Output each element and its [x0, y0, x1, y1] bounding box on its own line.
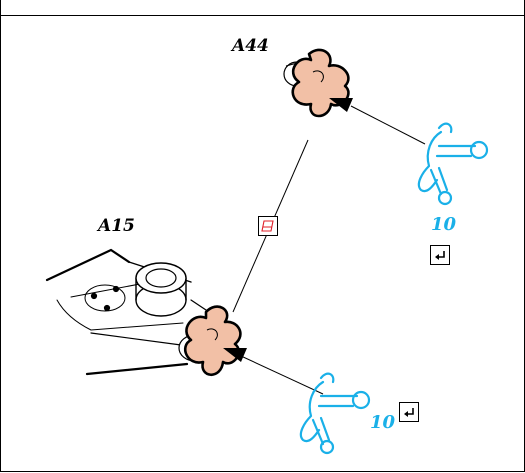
arrow-bottom — [223, 348, 324, 395]
enter-return-icon — [404, 408, 414, 417]
arrow-top — [329, 98, 426, 145]
torque-wrench-icon — [299, 372, 371, 455]
torque-value-top: 10 — [431, 214, 457, 235]
knob-a44 — [283, 48, 350, 118]
knob-a15 — [178, 305, 242, 377]
part-label-a15: A15 — [98, 216, 135, 236]
enter-return-icon — [435, 251, 445, 260]
part-label-a44: A44 — [232, 36, 269, 56]
enter-button-top[interactable] — [430, 245, 450, 265]
top-border — [1, 0, 524, 16]
torque-value-bottom: 10 — [370, 412, 396, 433]
torque-wrench-icon — [417, 122, 489, 206]
enter-button-bottom[interactable] — [399, 402, 419, 422]
machine-base — [45, 248, 210, 376]
surface-prep-icon — [258, 216, 278, 236]
